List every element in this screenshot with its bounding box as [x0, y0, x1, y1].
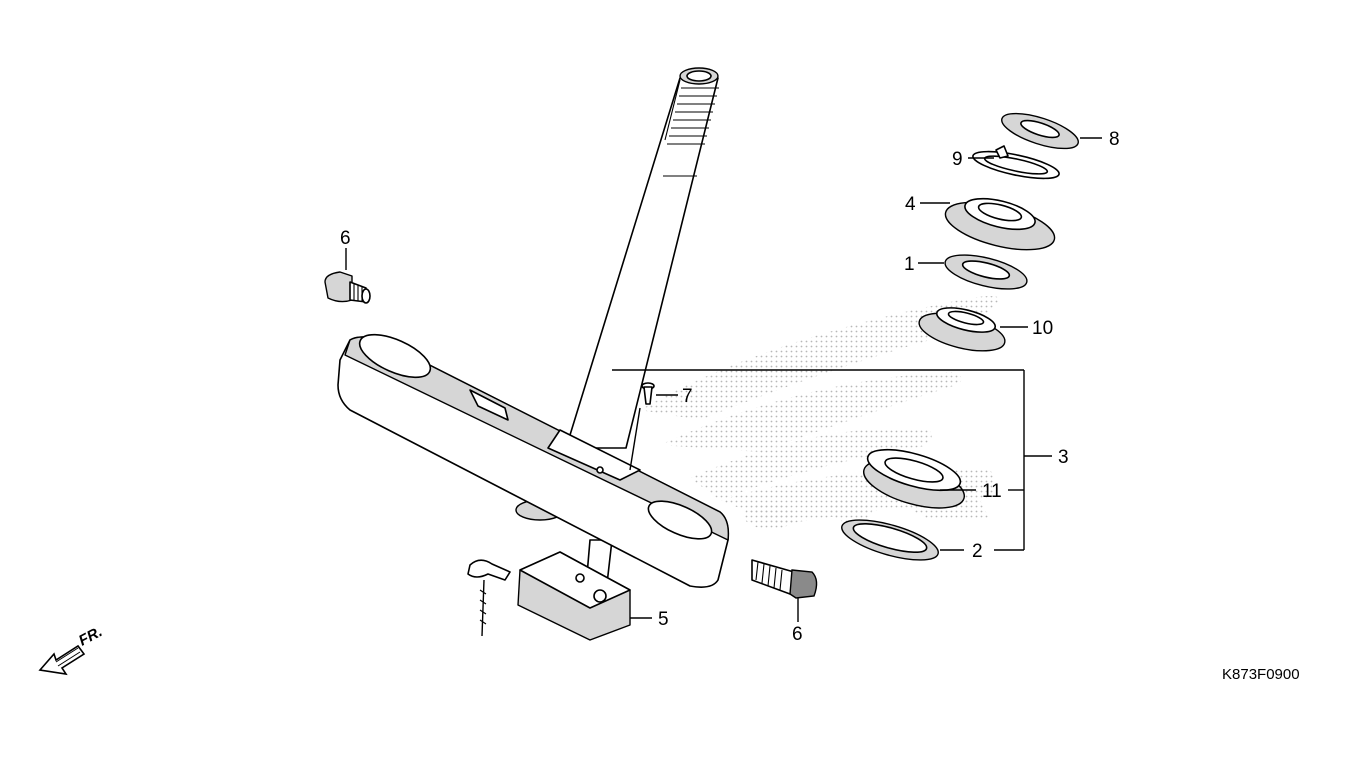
callout-7: 7	[682, 386, 693, 407]
ignition-lock-part	[467, 551, 631, 641]
callout-6-upper: 6	[340, 228, 351, 249]
diagram-code: K873F0900	[1222, 666, 1300, 683]
callout-1: 1	[904, 254, 915, 275]
callout-9: 9	[952, 149, 963, 170]
callout-8: 8	[1109, 129, 1120, 150]
screw-part	[641, 382, 655, 405]
callout-3: 3	[1058, 447, 1069, 468]
front-label: FR.	[76, 623, 105, 649]
bolt-upper-part	[324, 271, 371, 304]
arrow-down-left-icon	[38, 644, 86, 676]
lock-nut-part	[1001, 112, 1079, 150]
callout-6-lower: 6	[792, 624, 803, 645]
callout-10: 10	[1032, 318, 1053, 339]
dust-seal-part	[944, 254, 1028, 290]
lock-washer-part	[972, 145, 1060, 180]
callout-5: 5	[658, 609, 669, 630]
adjusting-nut-part	[944, 197, 1056, 251]
leader-lines	[345, 137, 1102, 622]
bolt-lower-part	[751, 559, 818, 599]
lower-dust-seal-part	[841, 519, 939, 561]
callout-4: 4	[905, 194, 916, 215]
stem-threads	[667, 87, 719, 145]
lower-bearing-part	[863, 448, 965, 509]
watermark-logo	[640, 296, 1000, 529]
upper-bearing-part	[918, 307, 1006, 352]
callout-11: 11	[982, 481, 1002, 502]
callout-2: 2	[972, 541, 983, 562]
front-direction-indicator: FR.	[38, 623, 105, 676]
bottom-bridge-part	[337, 333, 730, 588]
